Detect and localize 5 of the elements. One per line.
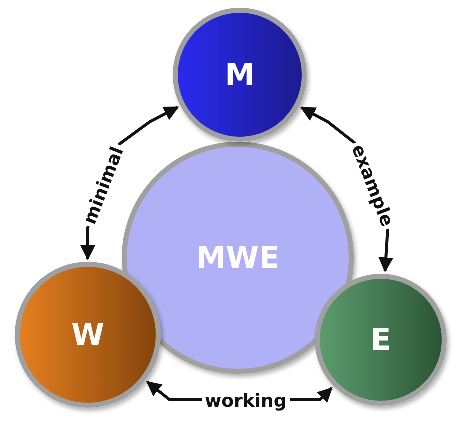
edge-label: working bbox=[202, 391, 290, 413]
node-label: E bbox=[370, 322, 392, 358]
node-label: M bbox=[225, 58, 255, 92]
node-label: MWE bbox=[196, 240, 280, 276]
node-label: W bbox=[71, 318, 105, 352]
